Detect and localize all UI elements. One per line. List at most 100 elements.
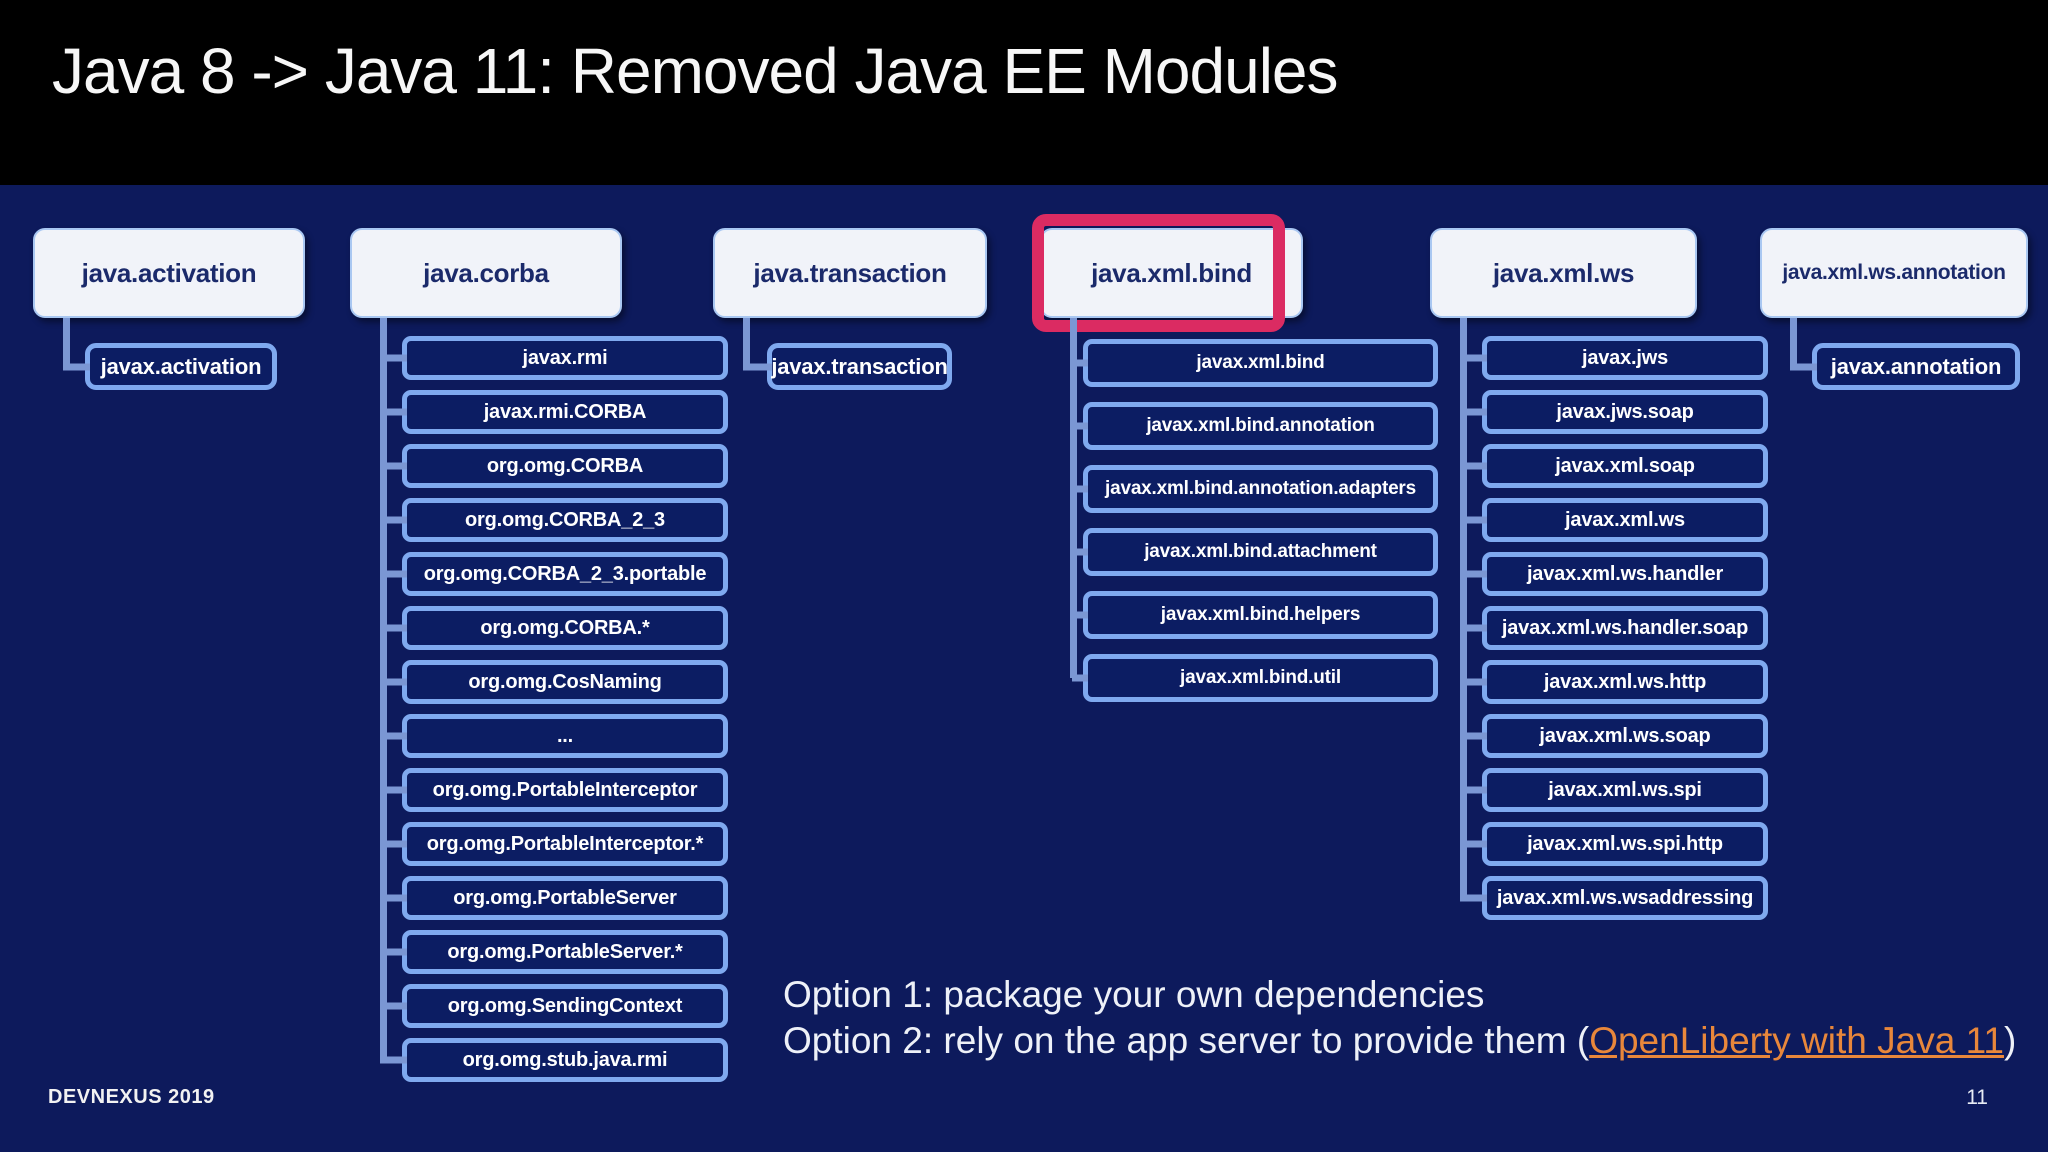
package-label: org.omg.PortableServer [453,886,677,909]
package-box: org.omg.PortableServer.* [402,930,728,974]
package-box: org.omg.SendingContext [402,984,728,1028]
package-label: javax.xml.bind.util [1180,667,1341,688]
package-list: javax.xml.bind javax.xml.bind.annotation j… [1083,339,1438,717]
conference-label: DEVNEXUS 2019 [48,1086,215,1108]
package-label: javax.xml.bind [1196,352,1325,373]
connector-trunk [1460,318,1467,898]
header-bar: Java 8 -> Java 11: Removed Java EE Modul… [0,0,2048,185]
openliberty-link[interactable]: OpenLiberty with Java 11 [1589,1020,2004,1061]
package-label: javax.xml.bind.attachment [1144,541,1377,562]
package-label: javax.xml.ws.soap [1539,724,1711,747]
package-box: org.omg.CORBA_2_3 [402,498,728,542]
package-box: javax.xml.ws.wsaddressing [1482,876,1768,920]
module-column-java.corba: java.corba javax.rmi javax.rmi.CORBA org.om… [350,228,728,1082]
package-label: javax.activation [100,353,262,379]
package-label: org.omg.CORBA [486,454,644,477]
package-box: javax.xml.bind [1083,339,1438,387]
package-box: org.omg.CORBA [402,444,728,488]
option-1-line: Option 1: package your own dependencies [783,972,2016,1018]
package-label: javax.xml.soap [1555,454,1695,477]
package-list: javax.activation [85,343,277,400]
package-label: org.omg.PortableServer.* [447,940,683,963]
module-label: java.xml.ws [1492,257,1635,288]
package-box: javax.annotation [1812,343,2020,390]
package-box: javax.rmi.CORBA [402,390,728,434]
package-label: javax.xml.ws.wsaddressing [1496,886,1754,909]
package-box: javax.xml.bind.util [1083,654,1438,702]
package-box: org.omg.PortableInterceptor.* [402,822,728,866]
module-label: java.corba [423,257,549,288]
package-box: javax.xml.ws.handler [1482,552,1768,596]
package-box: org.omg.PortableInterceptor [402,768,728,812]
package-label: javax.xml.ws.handler.soap [1501,616,1749,639]
package-box: javax.xml.bind.attachment [1083,528,1438,576]
option-2-suffix: ) [2003,1020,2017,1061]
package-box: javax.xml.soap [1482,444,1768,488]
package-box: org.omg.stub.java.rmi [402,1038,728,1082]
package-list: javax.rmi javax.rmi.CORBA org.omg.CORBA org… [402,336,728,1092]
package-label: org.omg.PortableInterceptor [432,778,698,801]
connector-trunk [1070,318,1077,678]
package-label: javax.transaction [771,353,948,379]
module-box: java.xml.ws [1430,228,1697,318]
module-box-highlighted: java.xml.bind [1032,214,1303,332]
options-text: Option 1: package your own dependencies … [783,972,2016,1064]
option-1-text: Option 1: package your own dependencies [783,974,1485,1015]
module-column-java.transaction: java.transaction javax.transaction [713,228,987,390]
package-label: org.omg.CORBA.* [480,616,650,639]
package-label: org.omg.stub.java.rmi [462,1048,668,1071]
option-2-text: Option 2: rely on the app server to prov… [783,1020,1590,1061]
package-list: javax.transaction [767,343,952,400]
module-box: java.activation [33,228,305,318]
package-label: javax.xml.bind.annotation [1146,415,1375,436]
package-label: javax.rmi.CORBA [483,400,647,423]
module-column-java.xml.ws.annotation: java.xml.ws.annotation javax.annotation [1760,228,2028,390]
package-label: javax.jws.soap [1556,400,1694,423]
package-label: javax.xml.ws.spi.http [1527,832,1723,855]
slide-title: Java 8 -> Java 11: Removed Java EE Modul… [52,35,1338,107]
package-label: javax.xml.bind.helpers [1160,604,1361,625]
package-box: javax.rmi [402,336,728,380]
module-label: java.xml.bind [1091,257,1252,288]
package-label: org.omg.CORBA_2_3 [465,508,665,531]
package-label: javax.xml.bind.annotation.adapters [1105,478,1416,499]
module-column-java.xml.ws: java.xml.ws javax.jws javax.jws.soap javax.… [1430,228,1768,920]
package-label: org.omg.CosNaming [468,670,662,693]
module-label: java.activation [81,257,257,288]
package-box: javax.transaction [767,343,952,390]
package-label: javax.xml.ws.handler [1526,562,1724,585]
package-box: javax.xml.ws.http [1482,660,1768,704]
package-label: ... [556,724,574,747]
module-box: java.transaction [713,228,987,318]
package-box: ... [402,714,728,758]
connector-trunk [380,318,387,1060]
page-number: 11 [1966,1086,1988,1109]
module-box: java.corba [350,228,622,318]
option-2-line: Option 2: rely on the app server to prov… [783,1018,2016,1064]
package-label: org.omg.SendingContext [447,994,683,1017]
package-box: javax.xml.ws [1482,498,1768,542]
package-label: javax.rmi [522,346,608,369]
module-label: java.transaction [753,257,947,288]
package-box: org.omg.CosNaming [402,660,728,704]
connector-trunk [1790,318,1797,367]
module-column-java.activation: java.activation javax.activation [33,228,305,390]
package-box: javax.xml.bind.annotation [1083,402,1438,450]
package-box: org.omg.PortableServer [402,876,728,920]
package-box: javax.jws.soap [1482,390,1768,434]
package-label: javax.xml.ws [1565,508,1685,531]
package-box: org.omg.CORBA_2_3.portable [402,552,728,596]
package-list: javax.jws javax.jws.soap javax.xml.soap jav… [1482,336,1768,930]
package-box: javax.xml.bind.annotation.adapters [1083,465,1438,513]
package-label: org.omg.CORBA_2_3.portable [423,562,707,585]
package-box: javax.xml.bind.helpers [1083,591,1438,639]
module-label: java.xml.ws.annotation [1782,261,2006,284]
package-label: javax.xml.ws.http [1543,670,1707,693]
package-label: javax.annotation [1830,353,2002,379]
module-column-java.xml.bind: java.xml.bind javax.xml.bind javax.xml.bin… [1032,214,1438,702]
connector-trunk [743,318,750,367]
package-box: javax.xml.ws.handler.soap [1482,606,1768,650]
package-box: javax.jws [1482,336,1768,380]
package-label: org.omg.PortableInterceptor.* [426,832,704,855]
